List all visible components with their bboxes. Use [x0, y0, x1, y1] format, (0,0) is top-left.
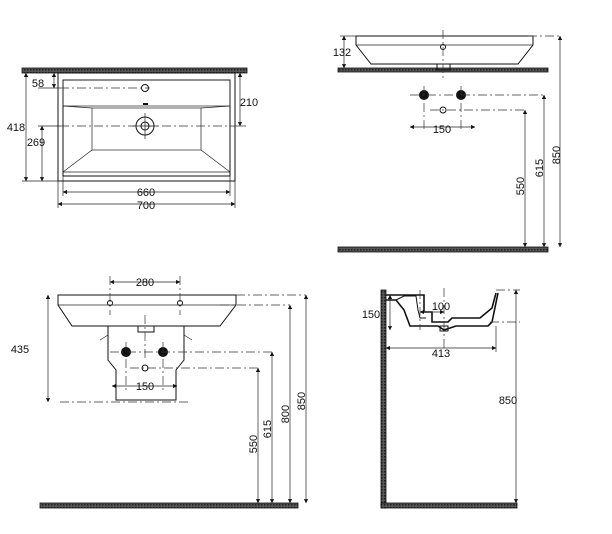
- siphon-cover: [107, 325, 185, 401]
- dim-label: 660: [137, 187, 155, 199]
- dim-label: 150: [136, 381, 154, 393]
- bowl-floor: [91, 107, 202, 151]
- dim-label: 269: [27, 137, 45, 149]
- side-view: 150 100 413 850: [362, 288, 520, 509]
- dim-label: 850: [499, 395, 517, 407]
- dim-label: 615: [262, 420, 274, 438]
- floor-hatch: [39, 502, 299, 509]
- overflow-channel: [395, 295, 426, 319]
- floor-hatch: [380, 502, 518, 509]
- basin-section-inner: [386, 292, 499, 331]
- front-view-upper: 132 150 550 615 850: [333, 30, 563, 253]
- basin-section: [386, 292, 497, 323]
- dim-label: 615: [534, 159, 546, 177]
- deck-area: [62, 79, 231, 107]
- drain-stub: [137, 326, 155, 333]
- dim-label: 58: [32, 78, 44, 90]
- dim-label: 280: [136, 277, 154, 289]
- dim-label: 150: [362, 309, 380, 321]
- dim-label: 413: [432, 348, 450, 360]
- dim-label: 800: [280, 405, 292, 423]
- basin-front: [355, 35, 534, 65]
- wall-hatch: [21, 67, 248, 74]
- dim-label: 418: [7, 122, 25, 134]
- dim-label: 210: [240, 97, 258, 109]
- dim-label: 132: [333, 47, 351, 59]
- basin-rim: [62, 79, 231, 177]
- drain-stub: [436, 64, 451, 71]
- basin-front: [57, 294, 237, 327]
- dim-label: 150: [433, 124, 451, 136]
- dim-label: 100: [432, 301, 450, 313]
- wall-hatch: [380, 289, 387, 509]
- dim-label: 850: [296, 392, 308, 410]
- dim-label: 700: [137, 200, 155, 212]
- basin-outline: [57, 72, 236, 182]
- waste-outlet: [439, 106, 447, 114]
- dim-label: 435: [11, 344, 29, 356]
- dim-label: 550: [515, 177, 527, 195]
- floor-hatch: [337, 246, 549, 253]
- top-view: 58 210 418 269 660 700: [7, 67, 258, 212]
- pipe-left: [121, 347, 131, 357]
- dim-label: 850: [551, 146, 563, 164]
- front-view-lower: 280 435 150 550 615 800 850: [11, 276, 309, 509]
- dim-label: 550: [248, 435, 260, 453]
